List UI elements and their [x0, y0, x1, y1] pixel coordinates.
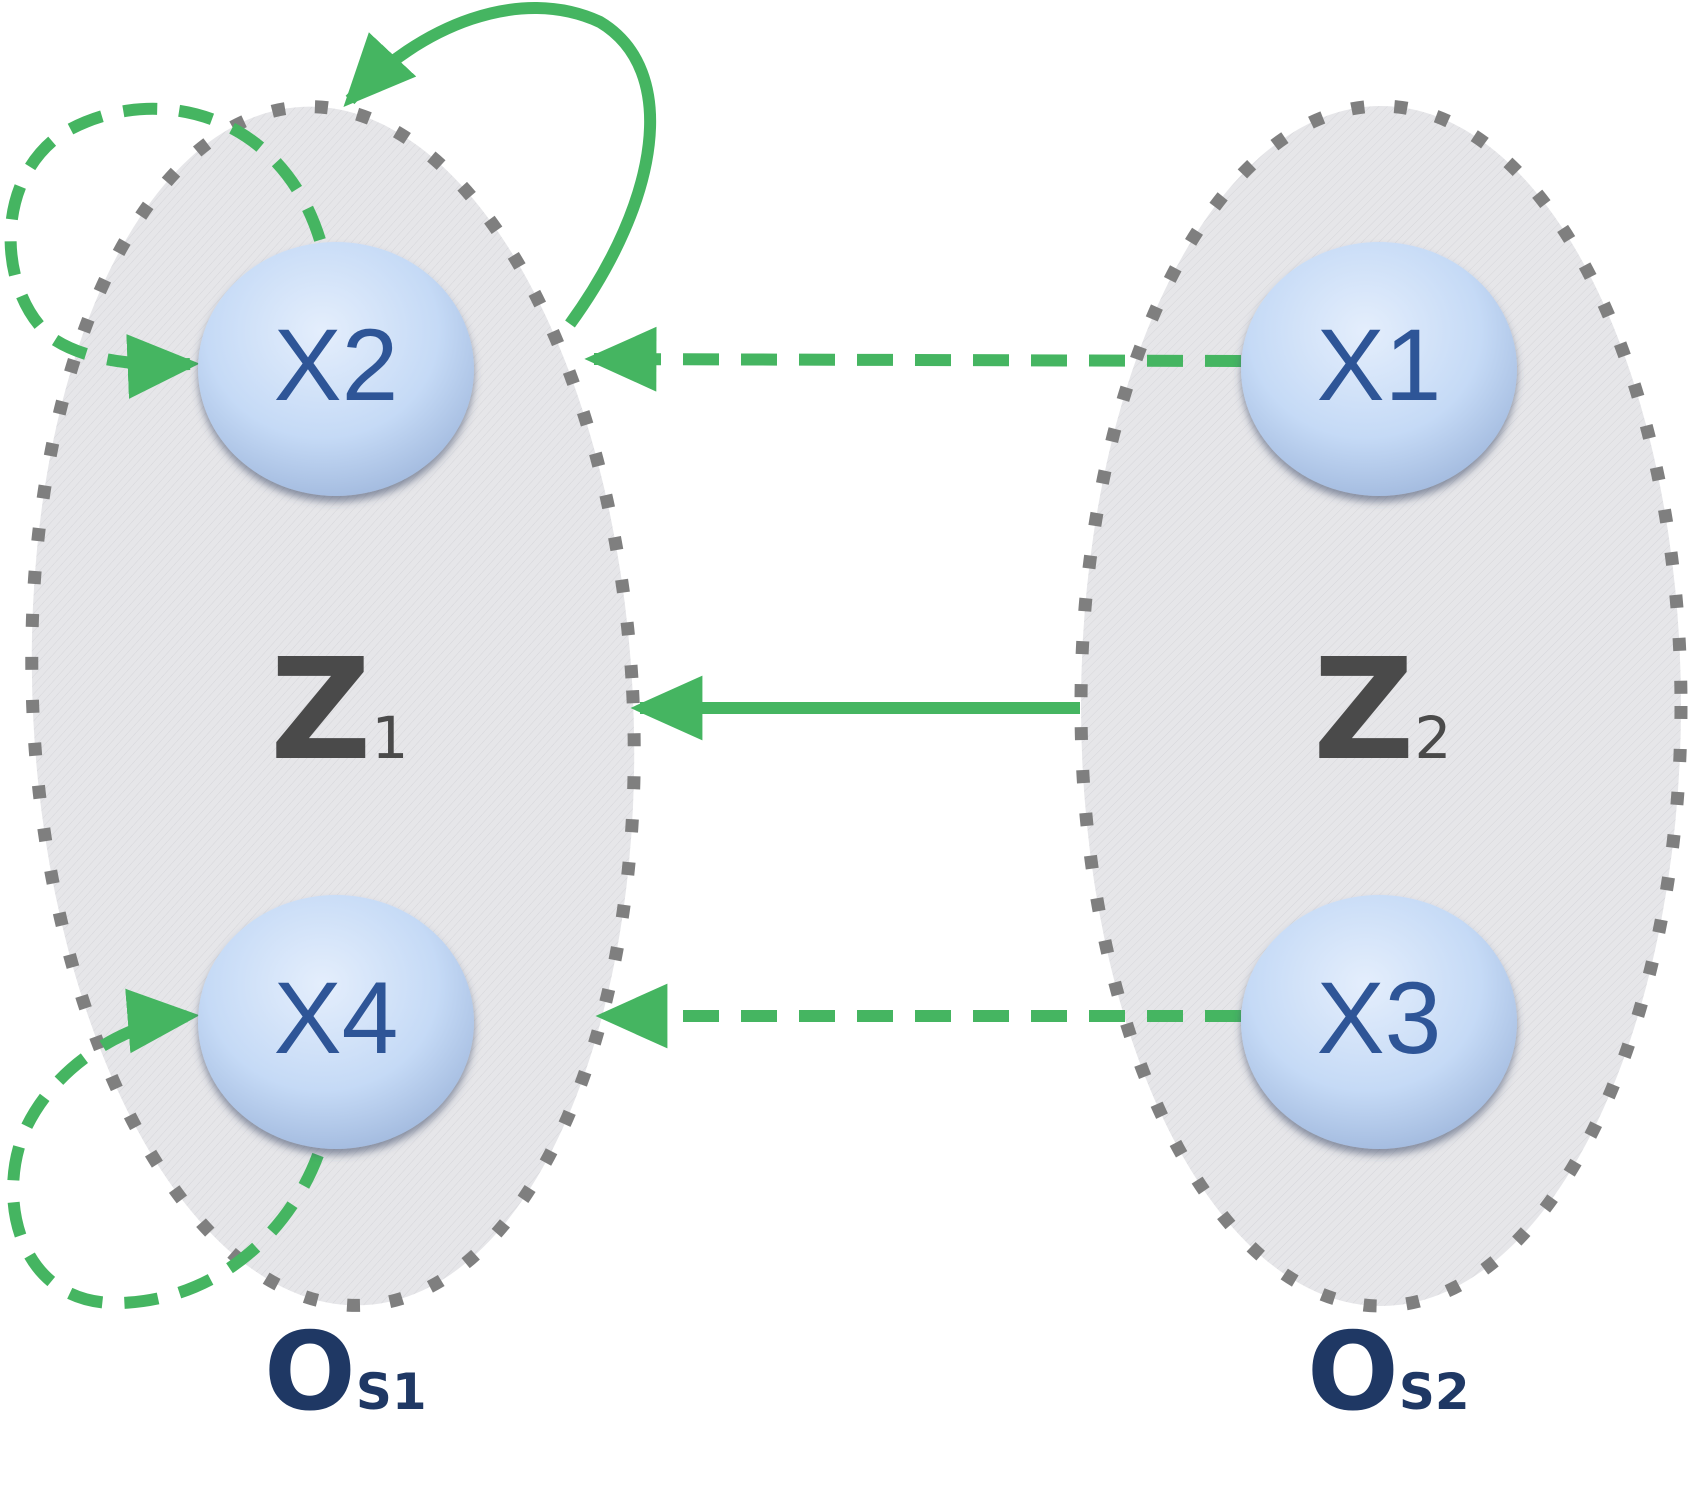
- edge-x1-to-x2: [584, 326, 1242, 392]
- observed-s1-main: O: [264, 1310, 356, 1435]
- edges: [4, 2, 1242, 1310]
- node-x4-label: X4: [274, 961, 399, 1075]
- node-x1-label: X1: [1317, 308, 1442, 422]
- group-s2-boundary: [1074, 99, 1688, 1313]
- observed-s2-sub: S2: [1399, 1363, 1470, 1421]
- edge-x4-self-loop: [7, 988, 324, 1310]
- latent-label-z1: Z1: [270, 629, 408, 792]
- node-x2-label: X2: [274, 308, 399, 422]
- latent-label-z2: Z2: [1313, 629, 1451, 792]
- edge-z1-self-loop: [343, 2, 656, 328]
- node-x4[interactable]: X4: [198, 895, 474, 1149]
- node-x3-shape: [1241, 895, 1517, 1149]
- observed-s1-sub: S1: [356, 1363, 427, 1421]
- node-x4-shape: [198, 895, 474, 1149]
- node-x1-shape: [1241, 242, 1517, 496]
- observed-s2-main: O: [1307, 1310, 1399, 1435]
- observed-label-s1: OS1: [264, 1310, 427, 1435]
- node-x2-shape: [198, 242, 474, 496]
- observed-label-s2: OS2: [1307, 1310, 1470, 1435]
- latent-z1-sub: 1: [372, 704, 409, 772]
- node-x1[interactable]: X1: [1241, 242, 1517, 496]
- latent-z2-main: Z: [1313, 629, 1415, 792]
- latent-z2-sub: 2: [1415, 704, 1452, 772]
- latent-z1-main: Z: [270, 629, 372, 792]
- node-x3-label: X3: [1317, 961, 1442, 1075]
- node-x3[interactable]: X3: [1241, 895, 1517, 1149]
- edge-x2-self-loop: [4, 102, 326, 399]
- node-x2[interactable]: X2: [198, 242, 474, 496]
- group-s2: [1074, 99, 1688, 1313]
